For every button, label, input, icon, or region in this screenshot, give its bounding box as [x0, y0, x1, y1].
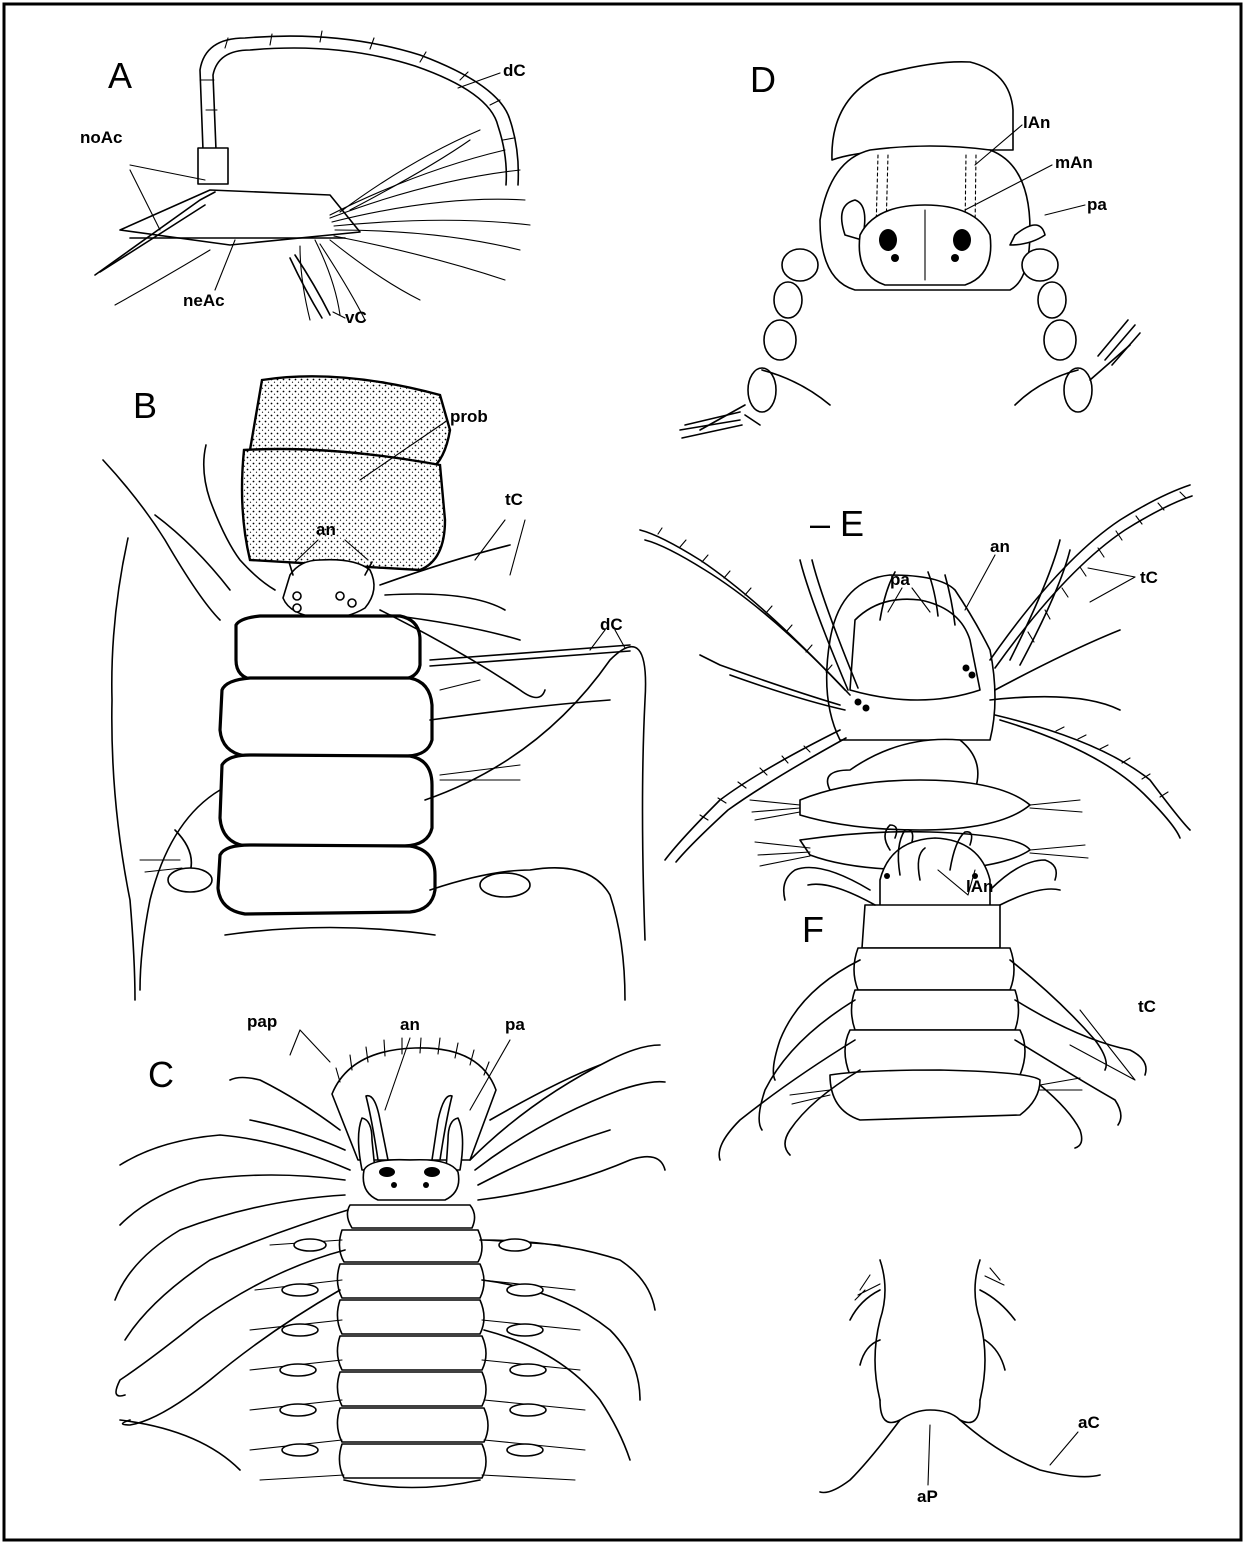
label-a-neac: neAc	[183, 291, 225, 310]
panel-b-drawing	[103, 376, 646, 1000]
panel-label-c: C	[148, 1054, 174, 1095]
label-e-pa: pa	[890, 570, 910, 589]
panel-label-e: – E	[810, 503, 864, 544]
label-f-ac: aC	[1078, 1413, 1100, 1432]
panel-a-drawing	[95, 31, 530, 320]
label-c-pa: pa	[505, 1015, 525, 1034]
label-e-tc: tC	[1140, 568, 1158, 587]
panel-f-drawing	[719, 825, 1146, 1493]
label-f-tc: tC	[1138, 997, 1156, 1016]
label-f-ap: aP	[917, 1487, 938, 1506]
panel-label-d: D	[750, 59, 776, 100]
label-a-noac: noAc	[80, 128, 123, 147]
label-a-vc: vC	[345, 308, 367, 327]
panel-label-b: B	[133, 385, 157, 426]
label-d-lan: lAn	[1023, 113, 1050, 132]
label-b-prob: prob	[450, 407, 488, 426]
label-a-dc: dC	[503, 61, 526, 80]
label-d-man: mAn	[1055, 153, 1093, 172]
label-f-lan: lAn	[966, 877, 993, 896]
label-e-an: an	[990, 537, 1010, 556]
panel-label-a: A	[108, 55, 132, 96]
panel-c-drawing	[115, 1030, 665, 1488]
panel-d-drawing	[680, 62, 1140, 438]
label-b-an: an	[316, 520, 336, 539]
label-c-pap: pap	[247, 1012, 277, 1031]
label-b-tc: tC	[505, 490, 523, 509]
panel-e-drawing	[640, 485, 1192, 870]
panel-label-f: F	[802, 909, 824, 950]
label-b-dc: dC	[600, 615, 623, 634]
label-c-an: an	[400, 1015, 420, 1034]
label-d-pa: pa	[1087, 195, 1107, 214]
